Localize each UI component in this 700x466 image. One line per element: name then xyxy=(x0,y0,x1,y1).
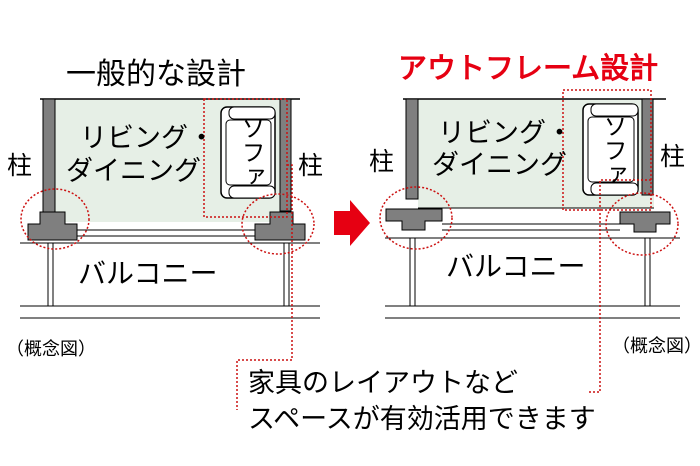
transition-arrow xyxy=(334,200,370,246)
left-wall-right xyxy=(279,98,292,212)
callout-line-2: スペースが有効活用できます xyxy=(248,404,596,435)
left-column-label-left: 柱 xyxy=(7,151,32,180)
left-column-right-circle xyxy=(241,193,315,255)
callout-connector xyxy=(236,164,651,410)
left-column-left-circle xyxy=(20,188,90,250)
right-column-right xyxy=(619,211,671,233)
right-room-label-2: ダイニング xyxy=(432,150,567,181)
left-balcony-label: バルコニー xyxy=(78,257,217,290)
right-room-label-1: リビング・ xyxy=(438,118,573,149)
right-sofa-highlight xyxy=(562,89,652,211)
right-column-label-left: 柱 xyxy=(369,147,394,176)
right-wall-left xyxy=(405,98,419,200)
left-note: （概念図） xyxy=(6,338,96,360)
right-column-left-circle xyxy=(379,186,453,250)
left-column-left xyxy=(27,211,78,241)
left-column-label-right: 柱 xyxy=(298,151,323,180)
left-sofa xyxy=(220,106,276,199)
right-sofa-vertical-label: ソファ xyxy=(599,114,627,186)
left-sofa-vertical-label: ソファ xyxy=(237,116,265,188)
right-balcony-label: バルコニー xyxy=(446,250,585,283)
right-wall-right xyxy=(641,98,654,196)
right-note: （概念図） xyxy=(612,335,700,357)
right-column-left xyxy=(385,208,443,231)
left-room-label-2: ダイニング xyxy=(66,156,201,187)
right-title: アウトフレーム設計 xyxy=(398,51,658,85)
left-title: 一般的な設計 xyxy=(66,57,246,92)
left-sofa-highlight xyxy=(203,98,288,218)
right-diagram xyxy=(379,89,680,319)
right-column-right-circle xyxy=(605,192,679,256)
left-room-label-1: リビング・ xyxy=(80,123,215,154)
right-column-label-right: 柱 xyxy=(660,142,685,171)
callout-line-1: 家具のレイアウトなど xyxy=(248,368,518,399)
right-sofa xyxy=(582,103,639,196)
left-wall-left xyxy=(42,98,56,218)
